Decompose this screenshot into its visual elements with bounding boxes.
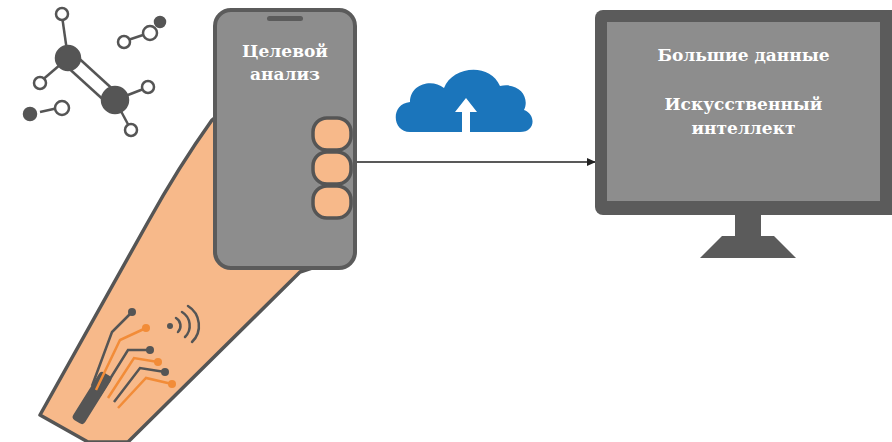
phone-speaker: [267, 16, 303, 21]
flow-arrow: [357, 161, 595, 163]
cloud-upload: [396, 70, 533, 134]
molecule: [24, 8, 165, 136]
screen-label: Целевой анализ: [229, 40, 341, 87]
monitor-screen: Большие данныеИскусственный интеллект: [595, 10, 892, 215]
phone-device: Целевой анализ: [213, 8, 357, 270]
screen-heading: Большие данные: [657, 44, 829, 67]
screen-heading: Искусственный интеллект: [641, 93, 846, 140]
fingers: [311, 116, 355, 226]
monitor-stand: [700, 213, 796, 258]
wearable-sensor: [71, 306, 199, 425]
screen-panel: Большие данныеИскусственный интеллект: [607, 22, 880, 201]
